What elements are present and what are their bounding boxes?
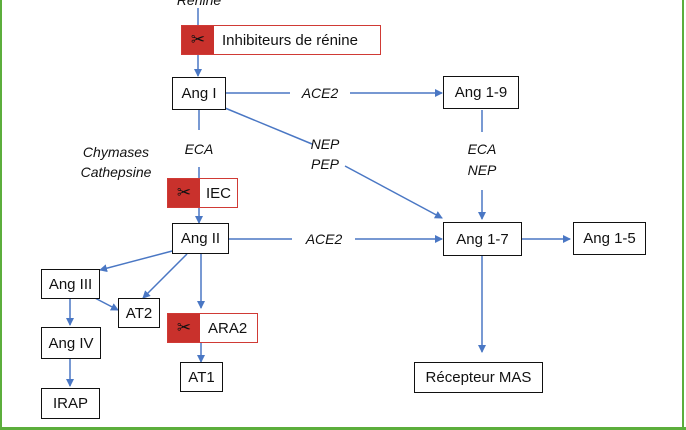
renine-label: Rénine [176, 0, 222, 8]
node-ang4: Ang IV [41, 327, 101, 359]
label-eca-right: ECA [467, 141, 497, 157]
scissors-icon: ✂ [182, 26, 214, 54]
label-cathepsine: Cathepsine [80, 164, 152, 180]
inhibitor-renin-label: Inhibiteurs de rénine [222, 31, 358, 49]
arrow-ang2-at2 [142, 253, 188, 299]
node-ang1: Ang I [172, 77, 226, 110]
scissors-icon: ✂ [168, 314, 200, 342]
label-nep: NEP [310, 136, 340, 152]
inhibitor-renin: ✂ Inhibiteurs de rénine [181, 25, 381, 55]
node-at1: AT1 [180, 362, 223, 392]
inhibitor-iec-label: IEC [206, 184, 232, 202]
inhibitor-ara2: ✂ ARA2 [167, 313, 258, 343]
node-ang19: Ang 1-9 [443, 76, 519, 109]
node-at2: AT2 [118, 298, 160, 328]
inhibitor-ara2-label: ARA2 [208, 319, 248, 337]
node-ang17: Ang 1-7 [443, 222, 522, 256]
frame-bottom-line [0, 427, 686, 430]
node-ang15: Ang 1-5 [573, 222, 646, 255]
inhibitor-iec: ✂ IEC [167, 178, 238, 208]
label-nep-right: NEP [467, 162, 497, 178]
label-ace2-mid: ACE2 [305, 231, 343, 247]
arrow-ang2-ang3 [99, 249, 177, 273]
node-ang2: Ang II [172, 223, 229, 254]
label-chymases: Chymases [82, 144, 150, 160]
label-ace2-top: ACE2 [301, 85, 339, 101]
node-irap: IRAP [41, 388, 100, 419]
node-ang3: Ang III [41, 269, 100, 299]
node-recepteur-mas: Récepteur MAS [414, 362, 543, 393]
scissors-icon: ✂ [168, 179, 200, 207]
label-eca-left: ECA [184, 141, 214, 157]
arrow-ang1-ang17 [224, 107, 313, 145]
label-pep: PEP [310, 156, 339, 172]
